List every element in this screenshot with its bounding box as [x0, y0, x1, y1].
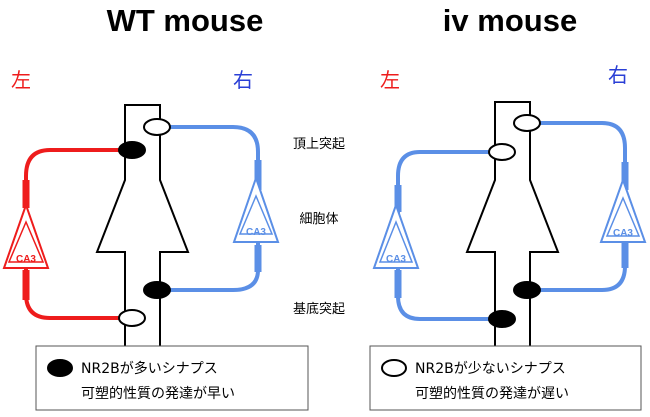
wt-panel: WT mouse 左 右 CA3 CA3 — [2, 3, 280, 393]
legend-filled-box — [35, 345, 309, 411]
iv-right-pathway — [538, 121, 627, 292]
wt-right-ca3-neuron: CA3 — [232, 174, 280, 243]
iv-synapse-left-basal-filled — [488, 310, 516, 328]
legend-filled: NR2Bが多いシナプス 可塑的性質の発達が早い — [35, 345, 309, 411]
iv-synapse-right-apical-open — [513, 114, 541, 132]
iv-right-ca3-label: CA3 — [613, 228, 633, 239]
legend-filled-line2: 可塑的性質の発達が早い — [81, 386, 235, 402]
iv-right-ca3-neuron: CA3 — [599, 177, 647, 243]
wt-left-label: 左 — [11, 68, 31, 92]
basal-dendrite-label: 基底突起 — [293, 301, 345, 317]
legend-open-line1: NR2Bが少ないシナプス — [415, 361, 566, 377]
soma-label: 細胞体 — [299, 212, 338, 227]
wt-left-ca3-label: CA3 — [16, 254, 36, 265]
iv-synapse-left-apical-open — [488, 143, 516, 161]
legend-open-line2: 可塑的性質の発達が遅い — [415, 386, 569, 402]
legend-filled-line1: NR2Bが多いシナプス — [81, 360, 218, 377]
iv-left-ca3-label: CA3 — [386, 254, 406, 265]
apical-dendrite-label: 頂上突起 — [293, 136, 345, 152]
iv-title: iv mouse — [443, 3, 577, 38]
iv-left-label: 左 — [380, 68, 400, 92]
wt-synapse-right-apical-open — [143, 118, 171, 136]
wt-left-ca3-neuron: CA3 — [2, 201, 50, 269]
iv-synapse-right-basal-filled — [513, 281, 541, 299]
wt-right-ca3-label: CA3 — [246, 227, 266, 238]
iv-right-label: 右 — [608, 63, 628, 87]
wt-synapse-right-basal-filled — [143, 281, 171, 299]
wt-synapse-left-basal-open — [118, 309, 146, 327]
legend-open: NR2Bが少ないシナプス 可塑的性質の発達が遅い — [369, 345, 642, 411]
legend-filled-marker — [47, 359, 73, 377]
iv-panel: iv mouse 左 右 CA3 CA3 — [372, 3, 647, 393]
iv-left-ca3-neuron: CA3 — [372, 201, 420, 269]
wt-right-label: 右 — [233, 68, 253, 92]
wt-synapse-left-apical-filled — [118, 141, 146, 159]
legend-open-marker — [381, 359, 407, 377]
wt-title: WT mouse — [107, 3, 264, 38]
legend-open-box — [369, 345, 642, 411]
